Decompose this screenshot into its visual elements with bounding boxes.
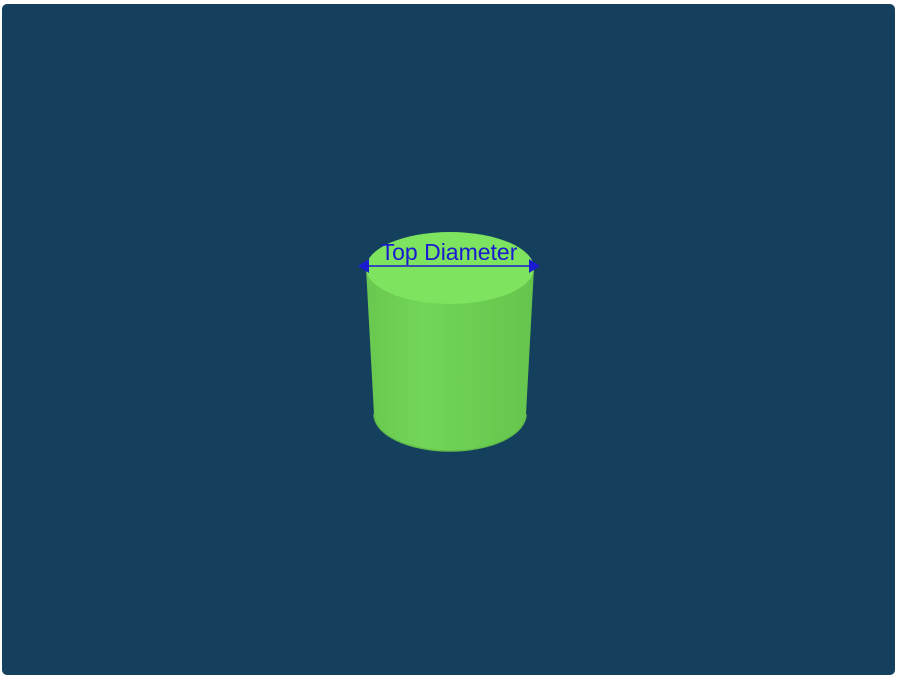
cylinder: [366, 232, 534, 452]
cylinder-body: [366, 268, 534, 451]
cylinder-bottom-edge: [373, 413, 527, 452]
cylinder-top-face: [366, 232, 534, 304]
arrowhead-right-icon: [529, 259, 540, 273]
top-diameter-dimension: Top Diameter: [358, 239, 540, 273]
dimension-label: Top Diameter: [381, 239, 518, 265]
arrowhead-left-icon: [358, 259, 369, 273]
